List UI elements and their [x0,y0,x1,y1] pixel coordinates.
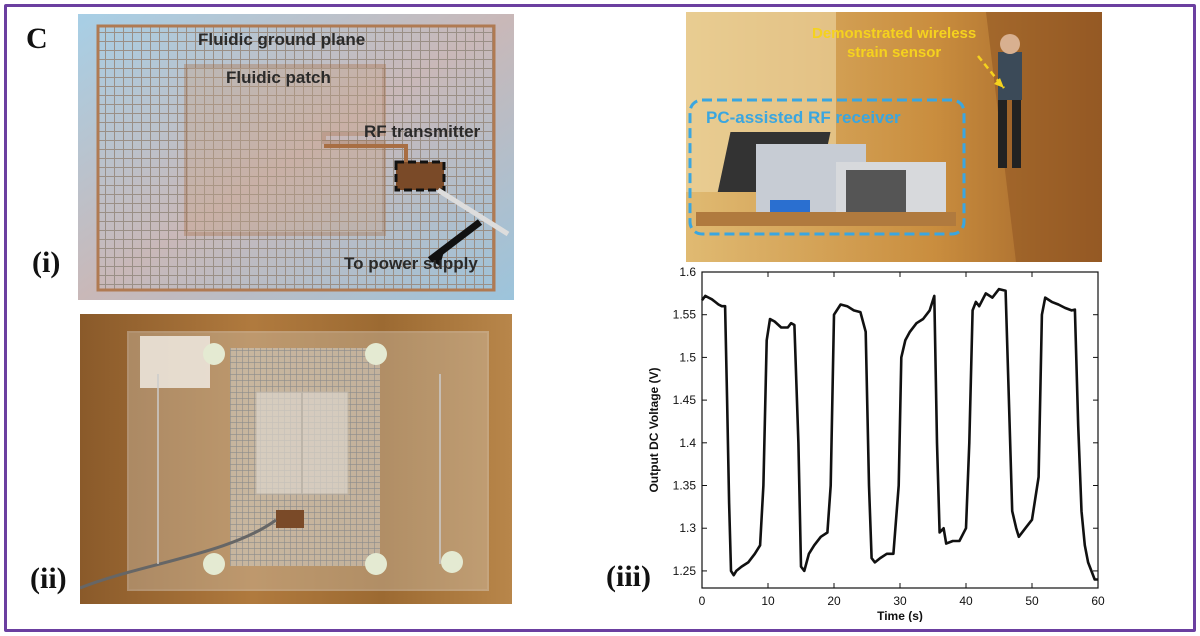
y-tick-label: 1.4 [679,436,696,450]
y-tick-label: 1.45 [673,393,697,407]
x-tick-label: 20 [827,594,841,608]
photo-wireless-demo: Demonstrated wireless strain sensor PC-a… [686,12,1102,262]
panel-label-ii: (ii) [30,562,67,595]
x-tick-label: 50 [1025,594,1039,608]
label-wireless-sensor-line2: strain sensor [847,44,942,61]
label-rf-transmitter: RF transmitter [364,122,481,141]
series-line [700,287,1098,581]
label-wireless-sensor-line1: Demonstrated wireless [812,25,977,42]
x-tick-label: 0 [699,594,706,608]
photo-fluidic-antenna: Fluidic ground plane Fluidic patch RF tr… [78,14,514,300]
x-tick-label: 10 [761,594,775,608]
y-tick-label: 1.3 [679,521,696,535]
x-tick-label: 40 [959,594,973,608]
y-tick-label: 1.55 [673,308,697,322]
label-power-supply: To power supply [344,254,478,273]
panel-label-iii: (iii) [606,560,651,593]
label-fluidic-patch: Fluidic patch [226,68,331,87]
x-tick-label: 30 [893,594,907,608]
y-tick-label: 1.25 [673,564,697,578]
y-tick-label: 1.35 [673,479,697,493]
photo-strain-sensor [80,314,512,604]
x-axis-label: Time (s) [877,609,923,622]
label-ground-plane: Fluidic ground plane [198,30,366,49]
x-tick-label: 60 [1091,594,1105,608]
panel-label-i: (i) [32,246,61,279]
figure-frame [4,4,1196,632]
panel-letter: C [26,22,48,55]
voltage-chart: 0 10 20 30 40 50 60 1.25 1.3 1.35 1.4 1.45 1.5 1.55 1.… [640,262,1110,623]
label-rf-receiver: PC-assisted RF receiver [706,108,901,127]
y-tick-label: 1.5 [679,350,696,364]
voltage-chart-svg: 0 10 20 30 40 50 60 1.25 1.3 1.35 1.4 1.45 1.5 1.55 1.… [647,265,1105,623]
y-axis-label: Output DC Voltage (V) [647,367,661,492]
y-tick-label: 1.6 [679,265,696,279]
label-wireless-sensor: Demonstrated wireless strain sensor [812,24,976,62]
